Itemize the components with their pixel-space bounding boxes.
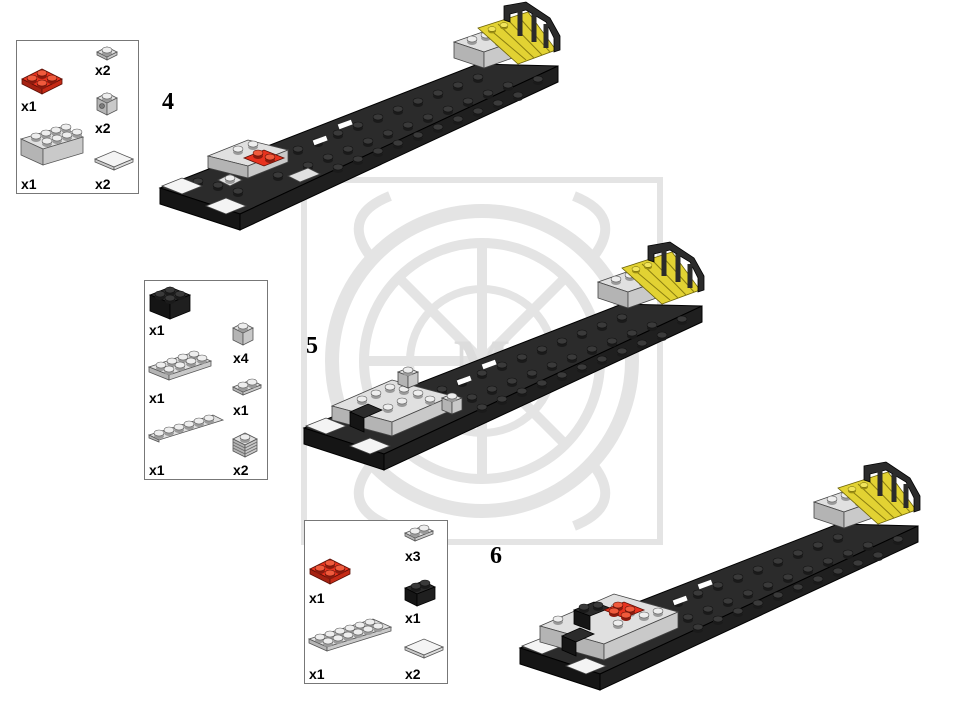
step-5-parts-panel: x1 x4 x1 x1 x1: [144, 280, 268, 480]
part-qty: x1: [149, 322, 165, 338]
gray-plate-1x6-icon: [147, 414, 225, 443]
part-qty: x2: [95, 120, 111, 136]
part-qty: x4: [233, 350, 249, 366]
step-number: 6: [490, 543, 502, 569]
step-number: 4: [162, 89, 174, 115]
gray-plate-1x2-icon: [232, 378, 262, 396]
white-tile-2x2-icon: [93, 150, 135, 171]
part-qty: x2: [95, 176, 111, 192]
black-brick-1x2-icon: [404, 579, 436, 607]
part-qty: x1: [309, 666, 325, 682]
step-4-parts-panel: x1 x2 x2 x1 x2: [16, 40, 139, 194]
part-qty: x1: [233, 402, 249, 418]
step-number: 5: [306, 333, 318, 359]
white-tile-2x2-icon: [403, 638, 445, 659]
part-qty: x2: [405, 666, 421, 682]
part-qty: x2: [95, 62, 111, 78]
gray-brick-1x1-clip-icon: [96, 92, 118, 116]
part-qty: x1: [309, 590, 325, 606]
part-qty: x1: [21, 176, 37, 192]
black-brick-2x2-icon: [148, 286, 192, 320]
gray-plate-1x2-icon: [404, 524, 434, 542]
part-qty: x1: [149, 462, 165, 478]
part-qty: x1: [405, 610, 421, 626]
step-6-parts-panel: x3 x1 x1 x1 x2: [304, 520, 448, 684]
step-4-assembly: [158, 1, 561, 231]
gray-plate-2x6-icon: [307, 618, 393, 652]
step-6-assembly: [518, 461, 921, 691]
red-plate-2x2-icon: [309, 558, 351, 585]
gray-plate-2x4-icon: [147, 350, 213, 381]
part-qty: x2: [233, 462, 249, 478]
gray-grille-brick-icon: [232, 432, 258, 458]
gray-plate-1x1-icon: [96, 46, 118, 61]
part-qty: x1: [149, 390, 165, 406]
part-qty: x1: [21, 98, 37, 114]
step-5-assembly: [302, 241, 705, 471]
gray-brick-2x4-icon: [19, 123, 85, 166]
part-qty: x3: [405, 548, 421, 564]
gray-brick-1x1-icon: [232, 322, 254, 346]
red-plate-2x2-icon: [21, 68, 63, 95]
